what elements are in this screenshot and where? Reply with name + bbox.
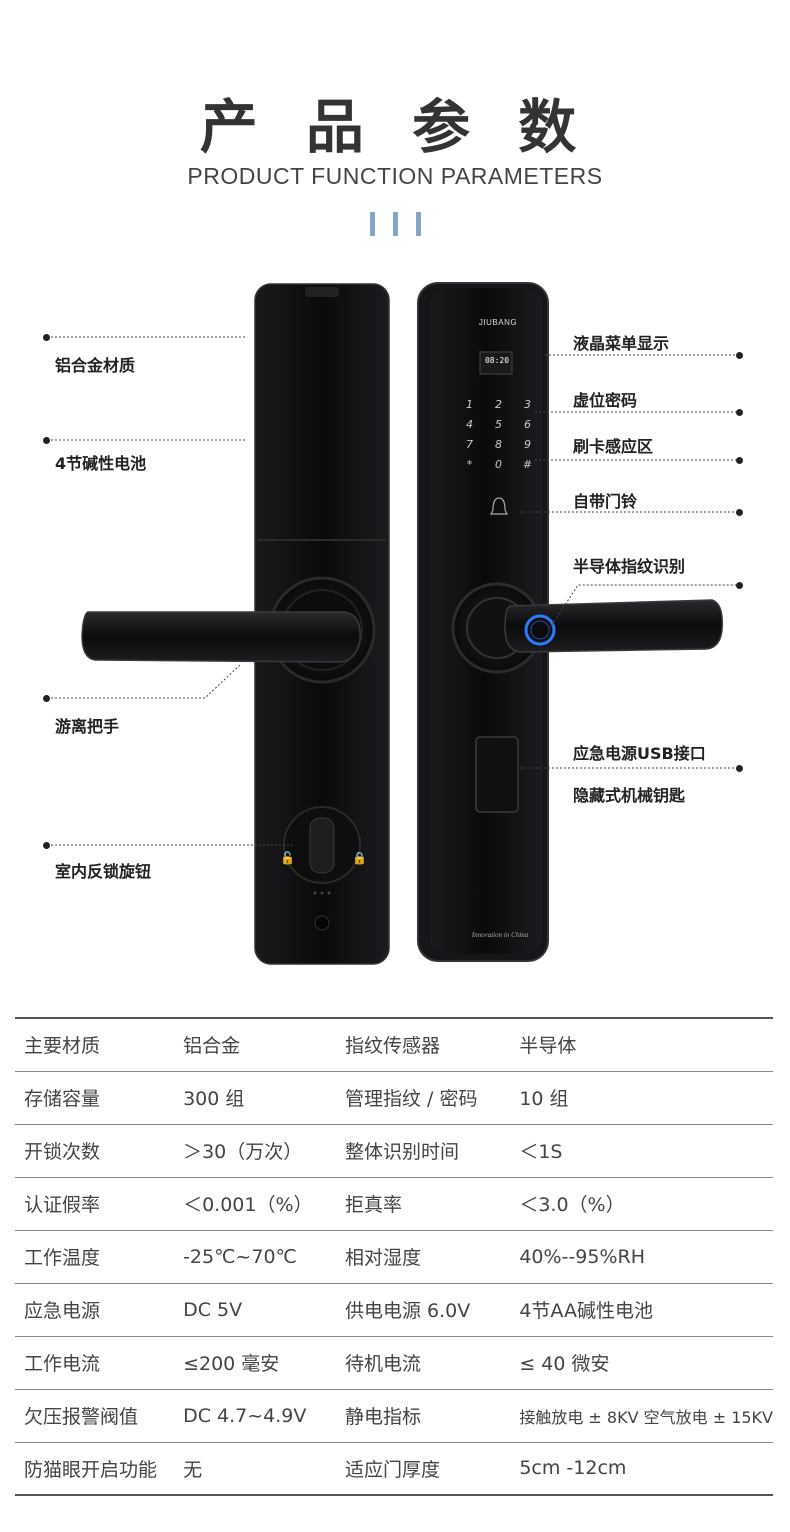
page-title: 产 品 参 数 <box>199 93 591 161</box>
callout-battery: 4节碱性电池 <box>55 454 147 473</box>
callout-hidden-key: 隐藏式机械钥匙 <box>573 786 686 805</box>
keypad-key: 8 <box>495 438 502 451</box>
callout-dot <box>736 409 743 416</box>
keypad-key: # <box>522 458 533 471</box>
page-subtitle: PRODUCT FUNCTION PARAMETERS <box>187 163 603 189</box>
callout-free-handle: 游离把手 <box>55 717 120 736</box>
keypad-key: 7 <box>466 438 473 451</box>
callout-fingerprint: 半导体指纹识别 <box>573 557 686 576</box>
svg-text:🔒: 🔒 <box>352 851 367 865</box>
svg-text:🔓: 🔓 <box>280 851 295 865</box>
callout-dot <box>736 509 743 516</box>
table-row: 开锁次数＞30（万次） 整体识别时间＜1S <box>15 1124 773 1177</box>
callout-dot <box>43 334 50 341</box>
callout-card-zone: 刷卡感应区 <box>573 437 654 456</box>
callout-virtual-password: 虚位密码 <box>573 391 638 410</box>
callout-dot <box>736 352 743 359</box>
keypad-key: 2 <box>495 398 502 411</box>
table-row: 主要材质铝合金 指纹传感器半导体 <box>15 1018 773 1071</box>
keypad-key: 4 <box>466 418 473 431</box>
callout-doorbell: 自带门铃 <box>573 492 638 511</box>
brand-logo: JIUBANG <box>478 318 518 327</box>
exterior-panel <box>417 282 724 962</box>
callout-inner-knob: 室内反锁旋钮 <box>55 862 152 881</box>
keypad-key: 6 <box>524 418 531 431</box>
keypad-key: 5 <box>495 418 502 431</box>
callout-usb: 应急电源USB接口 <box>573 744 706 763</box>
callout-dot <box>736 582 743 589</box>
lcd-time: 08:20 <box>484 356 510 365</box>
keypad-key: * <box>466 458 473 471</box>
callout-dot <box>43 842 50 849</box>
callout-dot <box>43 437 50 444</box>
callout-dot <box>736 457 743 464</box>
keypad: 1 2 3 4 5 6 7 8 9 * 0 # <box>455 398 543 471</box>
decorative-bars <box>0 212 790 240</box>
keypad-key: 3 <box>524 398 531 411</box>
callout-aluminum: 铝合金材质 <box>55 356 136 375</box>
interior-panel: 🔓 🔒 <box>81 283 390 965</box>
table-row: 认证假率＜0.001（%） 拒真率＜3.0（%） <box>15 1177 773 1230</box>
callout-dot <box>736 765 743 772</box>
smart-lock-illustration: 🔓 🔒 <box>47 282 738 965</box>
callout-dot <box>43 695 50 702</box>
table-row: 工作电流≤200 毫安 待机电流≤ 40 微安 <box>15 1336 773 1389</box>
callout-lcd: 液晶菜单显示 <box>573 334 670 353</box>
panel-footer-text: Innovation in China <box>471 931 529 939</box>
keypad-key: 1 <box>466 398 473 411</box>
keypad-key: 9 <box>524 438 531 451</box>
keypad-key: 0 <box>495 458 502 471</box>
